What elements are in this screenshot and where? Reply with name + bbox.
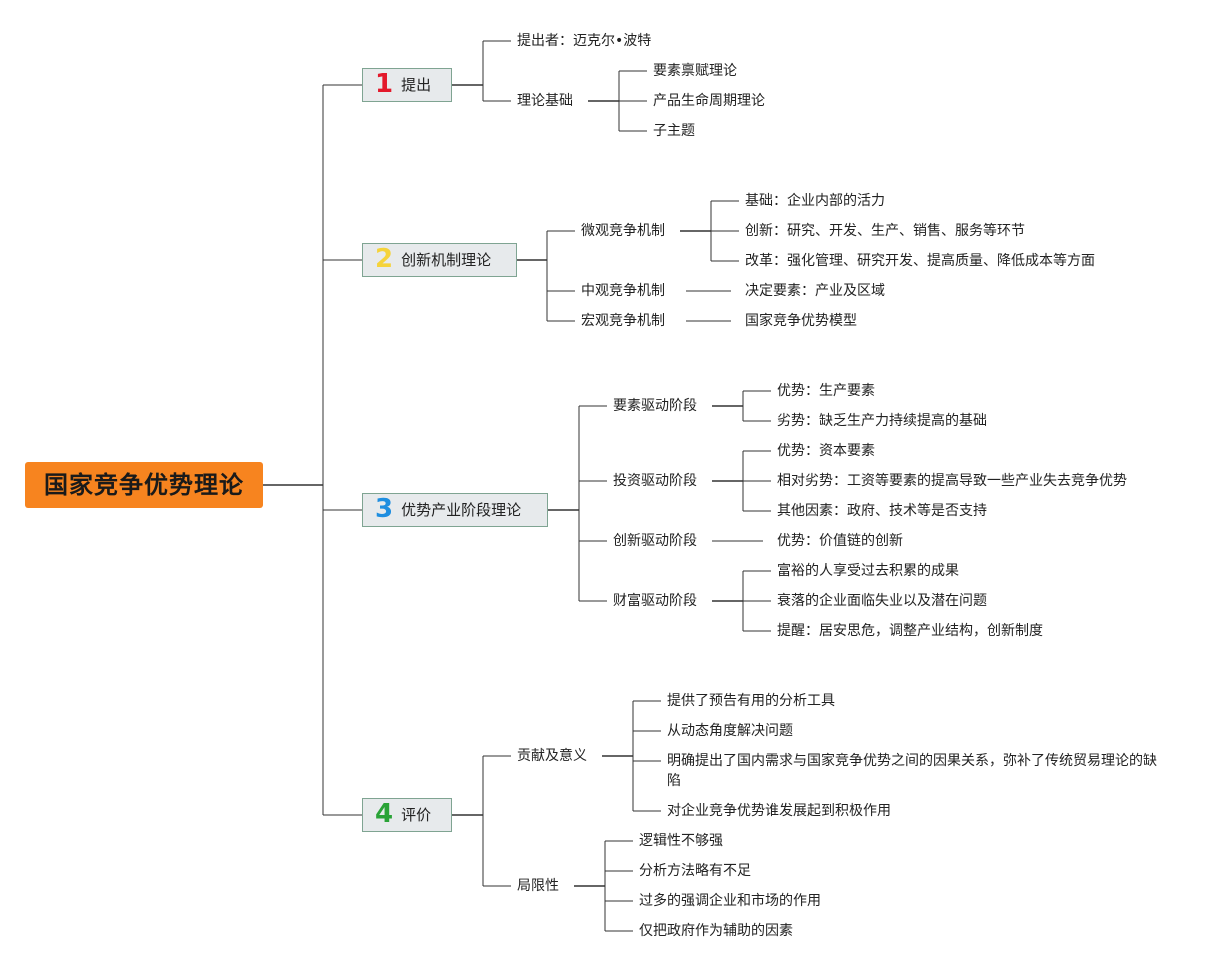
- leaf-topic[interactable]: 过多的强调企业和市场的作用: [639, 893, 821, 909]
- root-topic[interactable]: 国家竞争优势理论: [25, 462, 263, 508]
- branch-proposal[interactable]: 1 提出: [362, 68, 452, 102]
- leaf-topic[interactable]: 逻辑性不够强: [639, 833, 723, 849]
- leaf-topic[interactable]: 从动态角度解决问题: [667, 723, 793, 739]
- leaf-topic[interactable]: 改革：强化管理、研究开发、提高质量、降低成本等方面: [745, 253, 1095, 269]
- leaf-topic[interactable]: 优势：价值链的创新: [777, 533, 903, 549]
- number-badge-3: 3: [375, 493, 394, 524]
- branch-innovation-mechanism[interactable]: 2 创新机制理论: [362, 243, 517, 277]
- leaf-topic[interactable]: 明确提出了国内需求与国家竞争优势之间的因果关系，弥补了传统贸易理论的缺陷: [667, 753, 1157, 789]
- subtopic-proposer[interactable]: 提出者：迈克尔•波特: [517, 33, 652, 49]
- leaf-topic[interactable]: 国家竞争优势模型: [745, 313, 857, 329]
- subtopic-investment-driven[interactable]: 投资驱动阶段: [613, 473, 697, 489]
- branch-label: 优势产业阶段理论: [401, 501, 522, 519]
- leaf-topic[interactable]: 基础：企业内部的活力: [745, 193, 885, 209]
- leaf-topic[interactable]: 要素禀赋理论: [653, 63, 737, 79]
- branch-industry-stages[interactable]: 3 优势产业阶段理论: [362, 493, 548, 527]
- leaf-topic[interactable]: 决定要素：产业及区域: [745, 283, 885, 299]
- subtopic-wealth-driven[interactable]: 财富驱动阶段: [613, 593, 697, 609]
- branch-label: 提出: [401, 76, 432, 94]
- branch-evaluation[interactable]: 4 评价: [362, 798, 452, 832]
- leaf-topic[interactable]: 优势：生产要素: [777, 383, 875, 399]
- leaf-topic[interactable]: 劣势：缺乏生产力持续提高的基础: [777, 413, 987, 429]
- subtopic-contribution[interactable]: 贡献及意义: [517, 748, 587, 764]
- subtopic-theory-basis[interactable]: 理论基础: [517, 93, 573, 109]
- leaf-topic[interactable]: 相对劣势：工资等要素的提高导致一些产业失去竞争优势: [777, 473, 1127, 489]
- subtopic-meso[interactable]: 中观竞争机制: [581, 283, 665, 299]
- subtopic-innovation-driven[interactable]: 创新驱动阶段: [613, 533, 697, 549]
- leaf-topic[interactable]: 子主题: [653, 123, 695, 139]
- leaf-topic[interactable]: 仅把政府作为辅助的因素: [639, 923, 793, 939]
- leaf-topic[interactable]: 其他因素：政府、技术等是否支持: [777, 503, 987, 519]
- subtopic-macro[interactable]: 宏观竞争机制: [581, 313, 665, 329]
- branch-label: 评价: [401, 806, 432, 824]
- leaf-topic[interactable]: 富裕的人享受过去积累的成果: [777, 563, 959, 579]
- leaf-topic[interactable]: 提供了预告有用的分析工具: [667, 693, 835, 709]
- number-badge-2: 2: [375, 243, 394, 274]
- leaf-topic[interactable]: 分析方法略有不足: [639, 863, 751, 879]
- leaf-topic[interactable]: 产品生命周期理论: [653, 93, 765, 109]
- subtopic-factor-driven[interactable]: 要素驱动阶段: [613, 398, 697, 414]
- leaf-topic[interactable]: 创新：研究、开发、生产、销售、服务等环节: [745, 223, 1025, 239]
- number-badge-1: 1: [375, 68, 394, 99]
- leaf-topic[interactable]: 提醒：居安思危，调整产业结构，创新制度: [777, 623, 1043, 639]
- leaf-topic[interactable]: 衰落的企业面临失业以及潜在问题: [777, 593, 987, 609]
- subtopic-limitations[interactable]: 局限性: [517, 878, 559, 894]
- branch-label: 创新机制理论: [401, 251, 492, 269]
- number-badge-4: 4: [375, 798, 394, 829]
- leaf-topic[interactable]: 对企业竞争优势谁发展起到积极作用: [667, 803, 891, 819]
- leaf-topic[interactable]: 优势：资本要素: [777, 443, 875, 459]
- subtopic-micro[interactable]: 微观竞争机制: [581, 223, 665, 239]
